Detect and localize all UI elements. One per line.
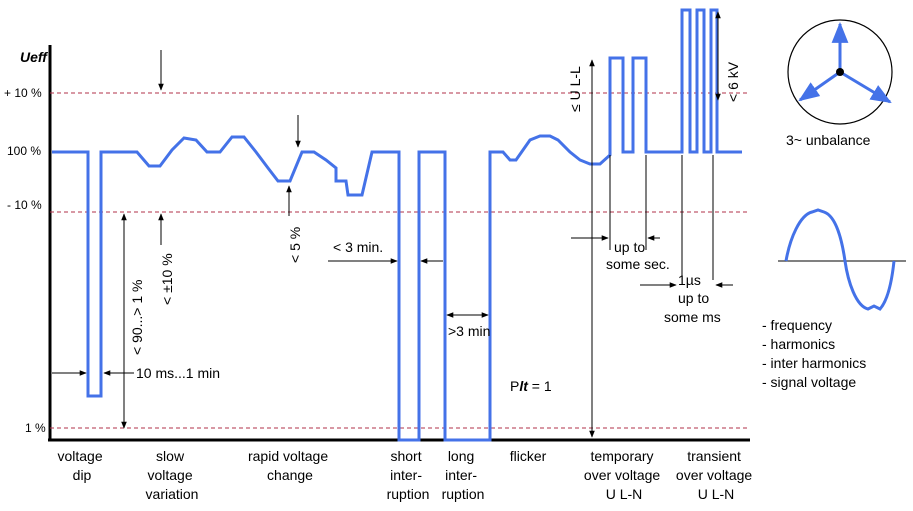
temp-amplitude-label: ≤ U L-L — [567, 66, 583, 112]
slow-variation-label: < ±10 % — [159, 253, 175, 305]
distortion-item: - frequency — [762, 317, 832, 333]
y-level-labels: + 10 % 100 % - 10 % 1 % — [4, 86, 46, 435]
temp-duration-line: some sec. — [606, 256, 670, 272]
category-label-short-interruption: short inter- ruption — [387, 448, 430, 502]
temp-duration-line: up to — [614, 239, 645, 255]
category-label-long-interruption: long inter- ruption — [442, 448, 485, 502]
transient-duration-line: up to — [678, 290, 709, 306]
dip-depth-label: < 90...> 1 % — [129, 280, 145, 356]
dip-duration-label: 10 ms...1 min — [136, 365, 220, 381]
category-label-rapid-change: rapid voltage change — [248, 448, 332, 483]
category-label-slow-variation: slow voltage variation — [146, 448, 199, 502]
long-duration-label: >3 min — [448, 323, 490, 339]
distorted-sine-wave — [784, 208, 896, 311]
level-label: 1 % — [25, 421, 46, 435]
transient-duration-label: 1µs up to some ms — [664, 272, 721, 325]
phasor-b — [839, 70, 892, 104]
distortion-items: - frequency - harmonics - inter harmonic… — [762, 317, 870, 390]
level-label: 100 % — [7, 144, 41, 158]
transient-duration-line: 1µs — [678, 272, 701, 288]
short-duration-label: < 3 min. — [333, 239, 383, 255]
category-label-flicker: flicker — [510, 448, 547, 464]
unbalance-label: 3~ unbalance — [786, 132, 871, 148]
category-labels: voltage dip slow voltage variation rapid… — [57, 448, 756, 502]
distortion-item: - signal voltage — [762, 374, 856, 390]
phasor-circle — [787, 19, 893, 125]
unbalance-panel: 3~ unbalance — [786, 19, 893, 148]
rapid-change-label: < 5 % — [287, 227, 303, 263]
distortion-item: - harmonics — [762, 336, 835, 352]
level-label: - 10 % — [7, 198, 42, 212]
distortion-panel: - frequency - harmonics - inter harmonic… — [762, 208, 906, 390]
transient-duration-line: some ms — [664, 309, 721, 325]
transient-amplitude-label: < 6 kV — [725, 61, 741, 102]
category-label-temporary-over-voltage: temporary over voltage U L-N — [584, 448, 664, 502]
voltage-waveform — [52, 8, 742, 442]
phasor-c — [798, 70, 841, 102]
flicker-index-label: Plt = 1 — [510, 378, 552, 394]
temp-duration-label: up to some sec. — [606, 239, 670, 272]
phasor-center — [836, 68, 844, 76]
category-label-voltage-dip: voltage dip — [57, 448, 106, 483]
distortion-item: - inter harmonics — [762, 355, 866, 371]
y-axis-title: Ueff — [20, 49, 48, 65]
category-label-transient-over-voltage: transient over voltage U L-N — [676, 448, 756, 502]
level-label: + 10 % — [4, 86, 42, 100]
